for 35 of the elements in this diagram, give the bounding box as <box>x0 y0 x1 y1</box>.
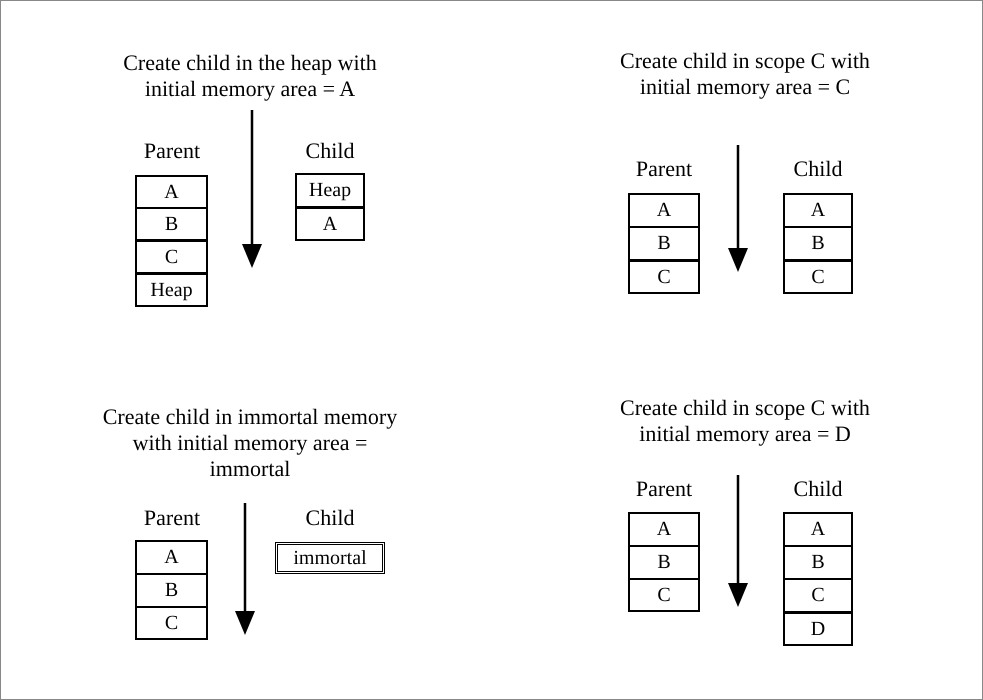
memory-area-cell: Heap <box>295 173 365 208</box>
memory-area-cell: C <box>628 578 700 612</box>
memory-area-cell: C <box>783 260 853 294</box>
memory-area-cell: B <box>135 573 208 608</box>
memory-area-cell: C <box>135 240 208 274</box>
memory-area-cell: A <box>783 193 853 228</box>
memory-area-cell: D <box>783 612 853 646</box>
memory-area-cell: Heap <box>135 273 208 307</box>
memory-area-cell: immortal <box>275 542 385 574</box>
memory-area-cell: C <box>783 578 853 613</box>
stack-heading: Child <box>304 505 356 531</box>
stack-heading: Parent <box>634 476 694 502</box>
panel-title: Create child in immortal memory with initial memory area = immortal <box>102 404 398 482</box>
memory-area-cell: A <box>783 512 853 547</box>
memory-area-cell: A <box>295 207 365 241</box>
stack-heading: Parent <box>634 156 694 182</box>
memory-area-cell: B <box>628 226 700 261</box>
stack-heading: Child <box>792 156 844 182</box>
stack-heading: Parent <box>142 505 202 531</box>
memory-area-cell: B <box>628 545 700 580</box>
panel-title: Create child in scope C with initial memory area = D <box>619 395 871 447</box>
memory-area-cell: A <box>135 175 208 209</box>
memory-area-cell: B <box>783 545 853 580</box>
stack-heading: Child <box>792 476 844 502</box>
panel-title: Create child in scope C with initial memory area = C <box>619 48 871 100</box>
memory-area-cell: A <box>135 540 208 575</box>
stack-heading: Child <box>304 138 356 164</box>
panel-title: Create child in the heap with initial memory area = A <box>122 50 378 102</box>
memory-area-cell: A <box>628 512 700 547</box>
memory-area-cell: A <box>628 193 700 228</box>
memory-area-cell: C <box>135 606 208 640</box>
memory-area-cell: B <box>135 207 208 241</box>
stack-heading: Parent <box>142 138 202 164</box>
memory-area-cell: B <box>783 226 853 261</box>
memory-area-cell: C <box>628 260 700 294</box>
